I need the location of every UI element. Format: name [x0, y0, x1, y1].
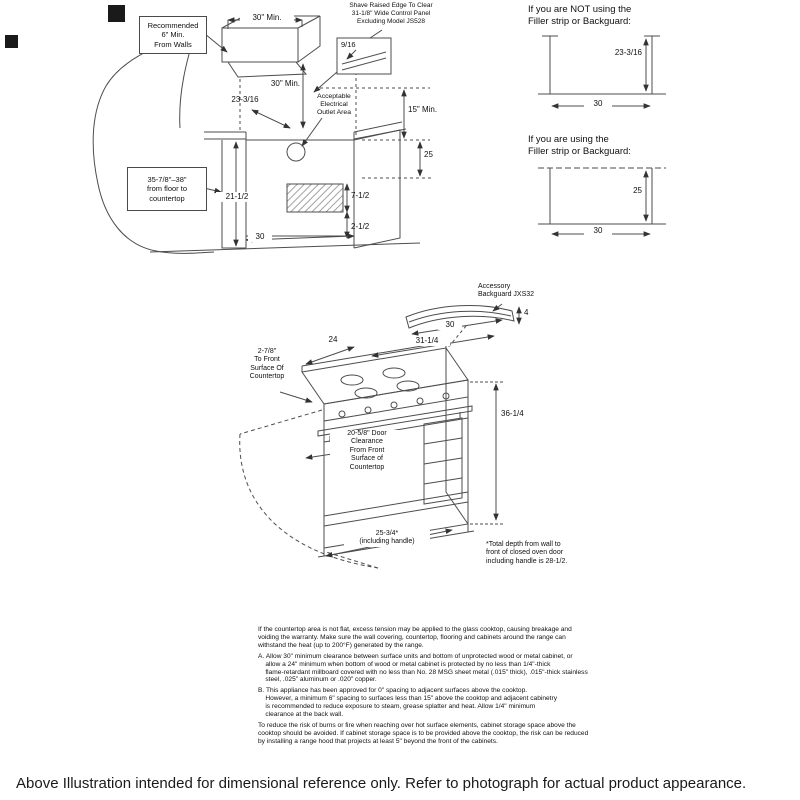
outlet-area-hatch [286, 183, 344, 213]
floor-to-countertop-note: 35-7/8"–38" from floor to countertop [127, 167, 207, 211]
dim-30-backguard: 30 [438, 320, 462, 330]
panel-filler-height: 25 [633, 186, 642, 195]
dim-36-1-4-height: 36-1/4 [501, 409, 524, 418]
dim-7-1-2: 7-1/2 [351, 191, 370, 200]
upper-cabinet [221, 27, 299, 63]
accessory-backguard-note: Accessory Backguard JXS32 [478, 283, 535, 299]
base-cabinet-left [221, 140, 246, 249]
base-cabinet-right [353, 129, 401, 249]
front-surface-note: 2-7/8" To Front Surface Of Countertop [249, 348, 285, 381]
fine-print-item-b: B. This appliance has been approved for … [258, 687, 558, 719]
dim-21-1-2: 21-1/2 [216, 192, 258, 202]
countertop-left [204, 131, 247, 140]
panel-filler-title: If you are using the Filler strip or Bac… [528, 134, 631, 157]
fine-print-item-a: A. Allow 30" minimum clearance between s… [258, 652, 588, 684]
oven-racks [423, 437, 463, 485]
dim-31-1-4-width: 31-1/4 [404, 336, 450, 346]
electrical-outlet-note: Acceptable Electrical Outlet Area [316, 93, 351, 117]
dim-23-3-16-cabinet: 23-3/16 [231, 95, 259, 104]
scan-mark [108, 5, 125, 22]
door-clearance-note: 20-5/8" Door Clearance From Front Surfac… [330, 430, 404, 472]
panel-filler-width: 30 [584, 226, 612, 236]
door-swing-dashed [239, 409, 323, 435]
outlet-circle [286, 142, 306, 162]
fine-print-warning: To reduce the risk of burns or fire when… [258, 721, 589, 745]
dim-9-16: 9/16 [341, 40, 356, 49]
dim-15min: 15" Min. [408, 105, 438, 114]
scan-mark [5, 35, 18, 48]
dim-30min-top: 30" Min. [240, 13, 294, 23]
dim-25-cabinet: 25 [424, 150, 433, 159]
dim-24-depth: 24 [328, 335, 338, 344]
dim-30min-vertical: 30" Min. [270, 79, 300, 88]
fine-print-intro: If the countertop area is not flat, exce… [258, 626, 572, 649]
range-hood [227, 61, 308, 78]
drawer-lines [323, 491, 469, 527]
panel-no-filler-title: If you are NOT using the Filler strip or… [528, 4, 632, 27]
reference-caption: Above Illustration intended for dimensio… [16, 775, 747, 792]
dim-25-3-4-depth: 25-3/4* (including handle) [344, 530, 430, 547]
dim-2-1-2: 2-1/2 [351, 222, 370, 231]
fine-print-block: If the countertop area is not flat, exce… [258, 626, 590, 749]
door-handle [317, 405, 473, 437]
dim-30-bottom: 30 [248, 232, 272, 242]
countertop-right [353, 121, 407, 140]
oven-cutaway [423, 417, 463, 505]
panel-no-filler-height: 23-3/16 [614, 48, 642, 57]
edge-detail-inset [336, 37, 392, 75]
cabinet-drawing [5, 5, 432, 254]
wall-outline [92, 29, 215, 254]
total-depth-footnote: *Total depth from wall to front of close… [486, 541, 568, 565]
recommended-clearance-note: Recommended 6" Min. From Walls [139, 16, 207, 54]
floor-line [149, 242, 421, 253]
shave-raised-edge-note: Shave Raised Edge To Clear 31-1/8" Wide … [349, 2, 433, 25]
dim-4-backguard: 4 [524, 308, 529, 317]
panel-no-filler-width: 30 [584, 99, 612, 109]
